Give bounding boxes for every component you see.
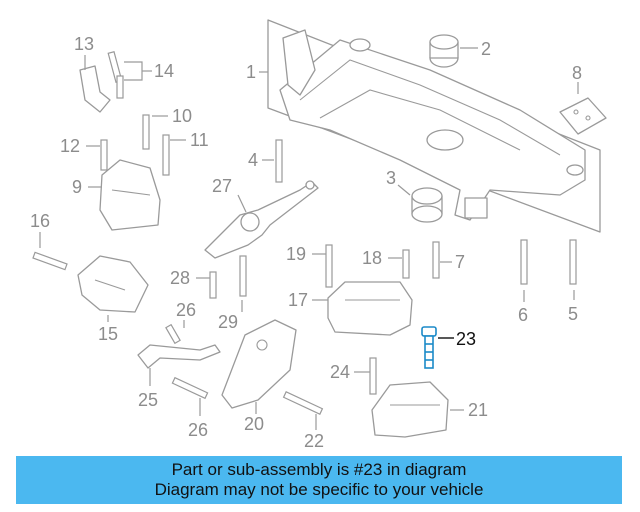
callout-8: 8 xyxy=(572,63,582,83)
callout-12: 12 xyxy=(60,136,80,156)
callout-29: 29 xyxy=(218,312,238,332)
callout-28: 28 xyxy=(170,268,190,288)
callout-9: 9 xyxy=(72,177,82,197)
callout-10: 10 xyxy=(172,106,192,126)
callout-6: 6 xyxy=(518,305,528,325)
callout-23: 23 xyxy=(456,329,476,349)
info-banner: Part or sub-assembly is #23 in diagram D… xyxy=(16,456,622,504)
callout-2: 2 xyxy=(481,39,491,59)
callout-21: 21 xyxy=(468,400,488,420)
bracket-20 xyxy=(221,319,297,409)
bushing-3 xyxy=(411,187,443,223)
banner-line-part-number: Part or sub-assembly is #23 in diagram xyxy=(171,460,467,479)
leader-lines xyxy=(39,47,579,430)
torque-rod-27 xyxy=(204,180,319,259)
bolt-23-highlighted xyxy=(421,326,437,369)
callout-25: 25 xyxy=(138,390,158,410)
mount-17 xyxy=(327,281,413,336)
subframe-assembly xyxy=(267,19,601,233)
callout-11: 11 xyxy=(190,130,209,150)
callout-17: 17 xyxy=(288,290,308,310)
link-arm-25 xyxy=(137,344,221,369)
callout-1: 1 xyxy=(246,62,256,82)
callout-14: 14 xyxy=(154,61,174,81)
bolts xyxy=(32,50,577,415)
callout-15: 15 xyxy=(98,324,118,344)
callout-26-lower: 26 xyxy=(188,420,208,440)
callout-7: 7 xyxy=(455,252,465,272)
callout-16: 16 xyxy=(30,211,50,231)
callout-19: 19 xyxy=(286,244,306,264)
mount-9 xyxy=(99,159,161,231)
callout-20: 20 xyxy=(244,414,264,434)
callout-24: 24 xyxy=(330,362,350,382)
callout-26-upper: 26 xyxy=(176,300,196,320)
callout-13: 13 xyxy=(74,34,94,54)
bracket-15 xyxy=(77,255,149,313)
callout-22: 22 xyxy=(304,431,324,451)
plate-8 xyxy=(559,97,607,135)
bracket-13 xyxy=(79,65,111,113)
banner-line-disclaimer: Diagram may not be specific to your vehi… xyxy=(154,480,484,499)
mount-21 xyxy=(371,381,449,438)
bushing-2 xyxy=(429,34,459,68)
parts-diagram: 1 2 3 4 5 6 7 8 9 10 11 12 13 14 15 16 1… xyxy=(30,19,607,451)
callout-27: 27 xyxy=(212,176,232,196)
callout-3: 3 xyxy=(386,168,396,188)
callout-4: 4 xyxy=(248,150,258,170)
callout-5: 5 xyxy=(568,304,578,324)
callout-18: 18 xyxy=(362,248,382,268)
